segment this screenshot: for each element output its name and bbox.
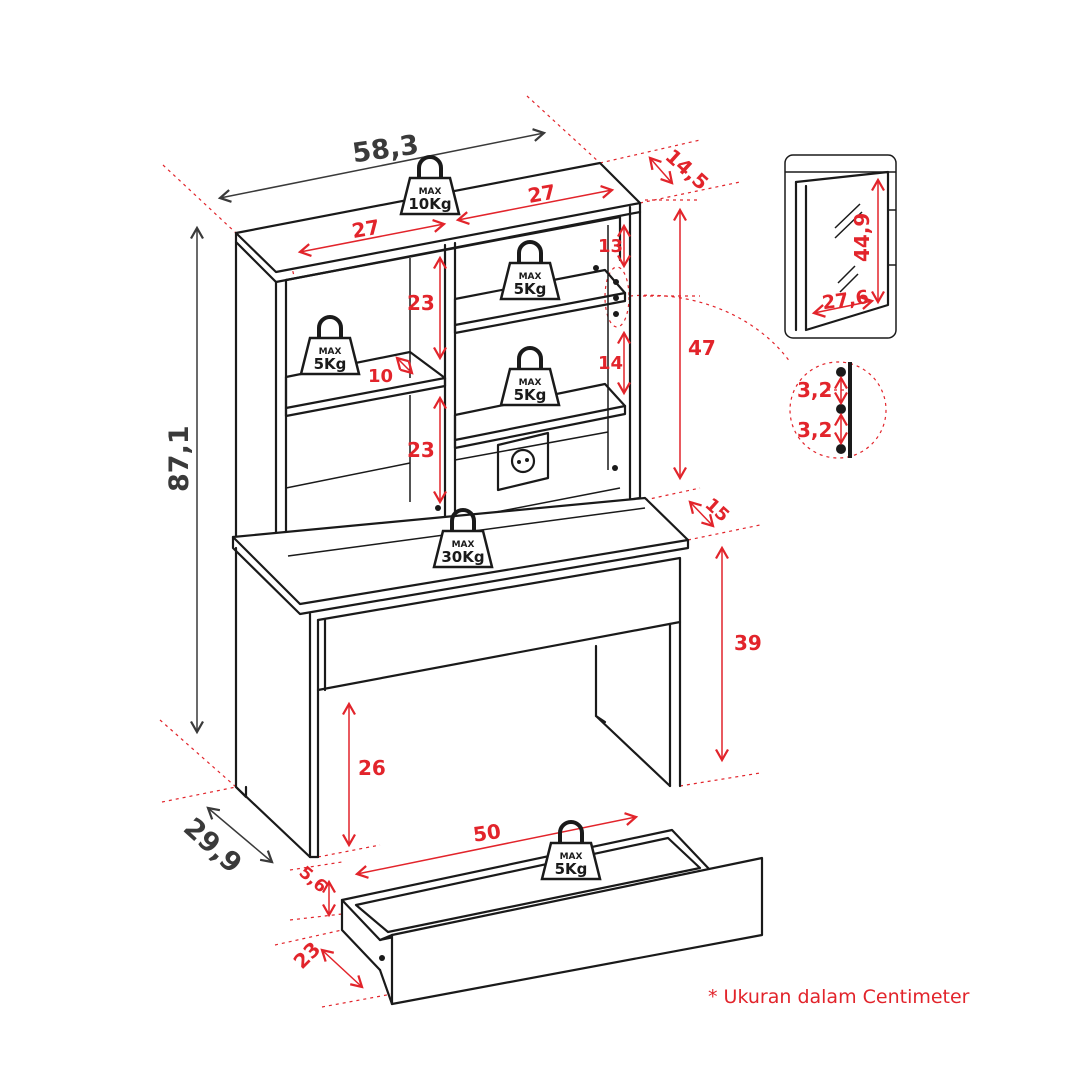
weight-badge-drawer-value: 5Kg <box>555 860 588 878</box>
hole-spacing-1-label: 3,2 <box>797 378 832 402</box>
left-lower-height-label: 23 <box>407 438 435 462</box>
weight-badge-top: MAX 10Kg <box>399 155 461 216</box>
hutch-top-depth-label: 14,5 <box>661 144 714 195</box>
right-mid-height-label: 14 <box>598 353 623 374</box>
weight-badge-right-upper-value: 5Kg <box>514 280 547 298</box>
desk-knee-height-label: 26 <box>358 756 386 780</box>
door-inset-detail <box>784 154 897 339</box>
hole-spacing-2-label: 3,2 <box>797 418 832 442</box>
drawer-height-label: 5,6 <box>295 863 331 898</box>
weight-badge-right-middle-value: 5Kg <box>514 386 547 404</box>
weight-badge-left-shelf: MAX 5Kg <box>299 315 361 376</box>
overall-depth-label: 29,9 <box>177 812 247 880</box>
weight-badge-top-value: 10Kg <box>408 195 451 213</box>
weight-badge-left-shelf-max: MAX <box>319 347 342 357</box>
left-upper-height-label: 23 <box>407 291 435 315</box>
weight-badge-right-upper-max: MAX <box>519 272 542 282</box>
hutch-left-width-label: 27 <box>350 215 382 243</box>
left-shelf-depth-label: 10 <box>368 366 393 387</box>
weight-badge-drawer: MAX 5Kg <box>540 820 602 881</box>
right-total-height-label: 47 <box>688 336 716 360</box>
door-inset-height-label: 44,9 <box>850 213 874 262</box>
weight-badge-desktop-max: MAX <box>452 540 475 550</box>
weight-badge-left-shelf-value: 5Kg <box>314 355 347 373</box>
weight-badge-right-middle-max: MAX <box>519 378 542 388</box>
units-footnote: * Ukuran dalam Centimeter <box>708 986 970 1008</box>
drawer-width-label: 50 <box>471 819 502 847</box>
overall-width-label: 58,3 <box>350 129 420 169</box>
hutch-cabinet <box>234 161 642 558</box>
weight-badge-top-max: MAX <box>419 187 442 197</box>
drawer-depth-label: 23 <box>289 937 326 974</box>
overall-height-label: 87,1 <box>164 425 195 492</box>
desk-leg-height-label: 39 <box>734 631 762 655</box>
weight-badge-desktop: MAX 30Kg <box>432 508 494 569</box>
weight-badge-desktop-value: 30Kg <box>441 548 484 566</box>
weight-badge-drawer-max: MAX <box>560 852 583 862</box>
right-upper-height-label: 13 <box>598 236 623 257</box>
guide-lines <box>159 95 887 1008</box>
weight-badge-right-middle-shelf: MAX 5Kg <box>499 346 561 407</box>
hutch-base-depth-label: 15 <box>701 494 734 526</box>
hole-spacing-detail <box>836 362 852 458</box>
weight-badge-right-upper-shelf: MAX 5Kg <box>499 240 561 301</box>
dimension-lines <box>190 128 885 989</box>
hutch-right-width-label: 27 <box>526 179 558 207</box>
